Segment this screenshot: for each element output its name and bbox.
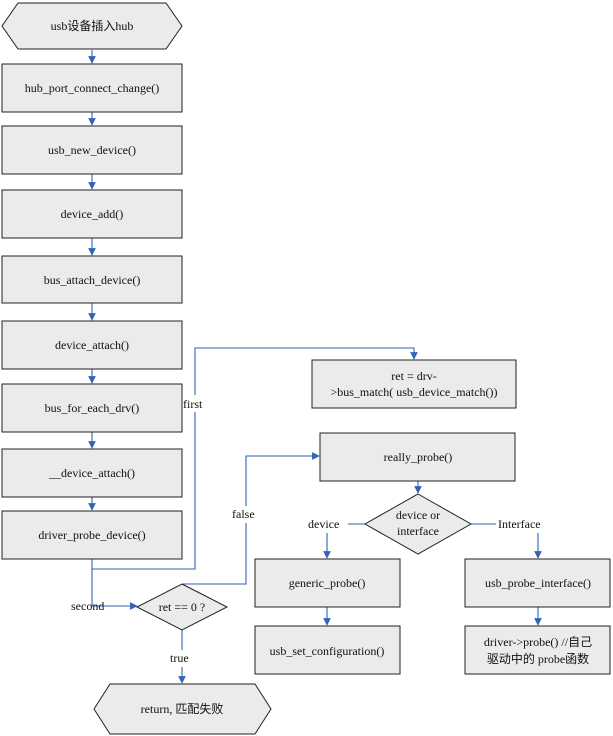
bus-match-label-line1: ret = drv- (391, 369, 436, 383)
usb-probe-interface-node: usb_probe_interface() (464, 558, 611, 608)
driver-probe-label-line1: driver->probe() //自己 (484, 635, 592, 649)
start-node: usb设备插入hub (1, 2, 183, 50)
usb-probe-interface-label: usb_probe_interface() (485, 576, 591, 590)
bus-attach-device-node: bus_attach_device() (1, 255, 183, 304)
return-label: return, 匹配失败 (141, 701, 224, 716)
usb-set-configuration-label: usb_set_configuration() (270, 644, 385, 658)
label-second: second (71, 599, 104, 613)
return-node: return, 匹配失败 (93, 683, 272, 735)
really-probe-node: really_probe() (319, 432, 516, 482)
edge-labels: first second false true device Interface (71, 395, 552, 667)
edge-second-to-ret-decision (91, 569, 138, 610)
driver-probe-device-label: driver_probe_device() (38, 528, 145, 542)
bus-for-each-drv-label: bus_for_each_drv() (45, 401, 140, 415)
generic-probe-node: generic_probe() (254, 558, 401, 608)
ret-decision-label: ret == 0 ? (159, 600, 206, 614)
bus-attach-device-label: bus_attach_device() (44, 273, 141, 287)
ret-decision: ret == 0 ? (135, 583, 229, 631)
usb-new-device-label: usb_new_device() (48, 143, 136, 157)
hub-port-connect-change-label: hub_port_connect_change() (25, 81, 160, 95)
label-true: true (170, 651, 189, 665)
underscore-device-attach-node: __device_attach() (1, 448, 183, 498)
device-add-node: device_add() (1, 189, 183, 239)
bus-match-node: ret = drv- >bus_match( usb_device_match(… (311, 359, 517, 409)
device-add-label: device_add() (61, 207, 124, 221)
label-false: false (232, 507, 255, 521)
decision-type-line2: interface (397, 524, 439, 538)
bus-for-each-drv-node: bus_for_each_drv() (1, 383, 183, 433)
label-first: first (183, 397, 203, 411)
usb-set-configuration-node: usb_set_configuration() (254, 625, 401, 675)
driver-probe-label-line2: 驱动中的 probe函数 (487, 651, 589, 666)
bus-match-label-line2: >bus_match( usb_device_match()) (330, 385, 497, 399)
underscore-device-attach-label: __device_attach() (48, 466, 135, 480)
label-interface: Interface (498, 517, 541, 531)
device-or-interface-decision: device or interface (363, 493, 473, 555)
edge-first-to-bus-match (91, 347, 418, 570)
really-probe-label: really_probe() (384, 450, 453, 464)
generic-probe-label: generic_probe() (289, 576, 366, 590)
decision-type-line1: device or (396, 508, 440, 522)
hub-port-connect-change-node: hub_port_connect_change() (1, 63, 183, 113)
driver-probe-node: driver->probe() //自己 驱动中的 probe函数 (464, 625, 611, 675)
device-attach-node: device_attach() (1, 320, 183, 370)
driver-probe-device-node: driver_probe_device() (1, 510, 183, 560)
start-label: usb设备插入hub (51, 19, 134, 33)
usb-new-device-node: usb_new_device() (1, 125, 183, 175)
device-attach-label: device_attach() (55, 338, 129, 352)
label-device: device (308, 517, 339, 531)
